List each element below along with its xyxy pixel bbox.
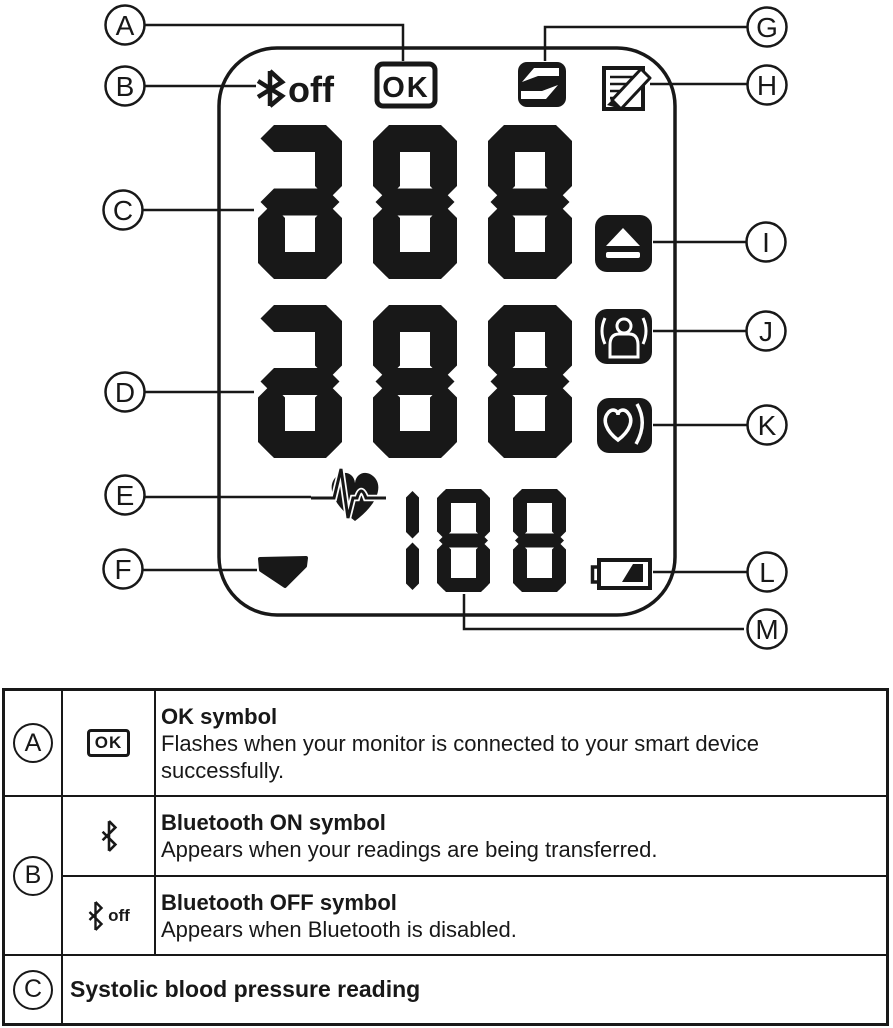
callout-line-a	[145, 23, 405, 61]
bluetooth-off-icon	[88, 900, 104, 931]
callout-k: K	[746, 404, 788, 446]
callout-j-letter: J	[759, 316, 773, 347]
body-movement-icon	[595, 309, 652, 364]
callout-j: J	[745, 310, 787, 352]
callout-b: B	[104, 65, 146, 107]
ok-boxed-icon: OK	[374, 61, 438, 109]
callout-a-letter: A	[116, 10, 135, 41]
callout-g-letter: G	[756, 12, 778, 43]
ok-boxed-icon: OK	[86, 729, 131, 757]
row-b2-title: Bluetooth OFF symbol	[161, 889, 397, 915]
letter-badge-b: B	[13, 855, 53, 896]
table-row-a-icon-cell: OK	[63, 691, 156, 797]
callout-lines	[143, 23, 747, 631]
table-row-b1-icon-cell	[63, 797, 156, 877]
battery-low-icon	[590, 558, 652, 590]
letter-a: A	[24, 728, 42, 757]
callout-line-g	[543, 25, 747, 61]
table-row-b1-text-cell: Bluetooth ON symbol Appears when your re…	[156, 797, 886, 877]
data-transfer-arrows-icon	[518, 62, 566, 107]
memo-icon	[602, 66, 652, 111]
callout-k-letter: K	[758, 410, 777, 441]
callout-b-letter: B	[116, 71, 135, 102]
table-row-a-text-cell: OK symbol Flashes when your monitor is c…	[156, 691, 886, 797]
bluetooth-off-label: off	[288, 69, 335, 110]
callout-h-letter: H	[757, 70, 777, 101]
diastolic-digits	[258, 305, 572, 458]
bluetooth-off-label: off	[108, 905, 130, 925]
row-b1-title: Bluetooth ON symbol	[161, 810, 386, 835]
callout-i-letter: I	[762, 227, 770, 258]
callout-f: F	[102, 548, 144, 590]
letter-badge-a: A	[13, 723, 53, 763]
irregular-heartbeat-icon	[597, 398, 652, 453]
letter-c: C	[23, 975, 43, 1003]
row-a-desc: Flashes when your monitor is connected t…	[161, 730, 759, 783]
callout-m: M	[746, 608, 788, 650]
callout-g: G	[746, 6, 788, 48]
callout-d-letter: D	[115, 377, 135, 408]
callout-l-letter: L	[759, 557, 775, 588]
seven-segment-readings	[258, 125, 572, 592]
table-row-a-letter-cell: A	[5, 691, 63, 797]
pulse-digits	[406, 489, 566, 592]
bluetooth-off-icon: off	[256, 69, 335, 110]
callout-c: C	[102, 189, 144, 231]
callout-d: D	[104, 371, 146, 413]
callout-m-letter: M	[755, 614, 778, 645]
deflation-icon	[595, 215, 652, 272]
callout-a: A	[104, 4, 146, 46]
heartbeat-icon	[311, 468, 386, 521]
table-row-b2-icon-cell: off	[63, 877, 156, 956]
row-b2-desc: Appears when Bluetooth is disabled.	[161, 916, 517, 942]
legend-table: A OK OK symbol Flashes when your monitor…	[2, 688, 889, 1026]
downward-pointer-icon	[258, 556, 308, 588]
callout-e: E	[104, 474, 146, 516]
row-b1-desc: Appears when your readings are being tra…	[161, 837, 658, 862]
callout-line-m	[462, 594, 744, 631]
table-row-b-letter-cell: B	[5, 797, 63, 956]
callout-labels: A B C D E F G H I J	[102, 4, 788, 650]
callout-l: L	[746, 551, 788, 593]
callout-i: I	[745, 221, 787, 263]
table-row-c-text-cell: Systolic blood pressure reading	[63, 956, 886, 1023]
ok-label: OK	[382, 72, 430, 104]
systolic-digits	[258, 125, 572, 279]
callout-f-letter: F	[114, 554, 131, 585]
callout-h: H	[746, 64, 788, 106]
row-c-title: Systolic blood pressure reading	[70, 976, 421, 1002]
letter-b: B	[24, 861, 42, 889]
callout-e-letter: E	[116, 480, 135, 511]
row-a-title: OK symbol	[161, 703, 278, 729]
table-row-b2-text-cell: Bluetooth OFF symbol Appears when Blueto…	[156, 877, 886, 956]
callout-c-letter: C	[113, 195, 133, 226]
table-row-c-letter-cell: C	[5, 956, 63, 1023]
bluetooth-icon	[101, 820, 117, 852]
monitor-display-diagram: A B C D E F G H I J	[102, 4, 788, 650]
letter-badge-c: C	[13, 969, 53, 1010]
